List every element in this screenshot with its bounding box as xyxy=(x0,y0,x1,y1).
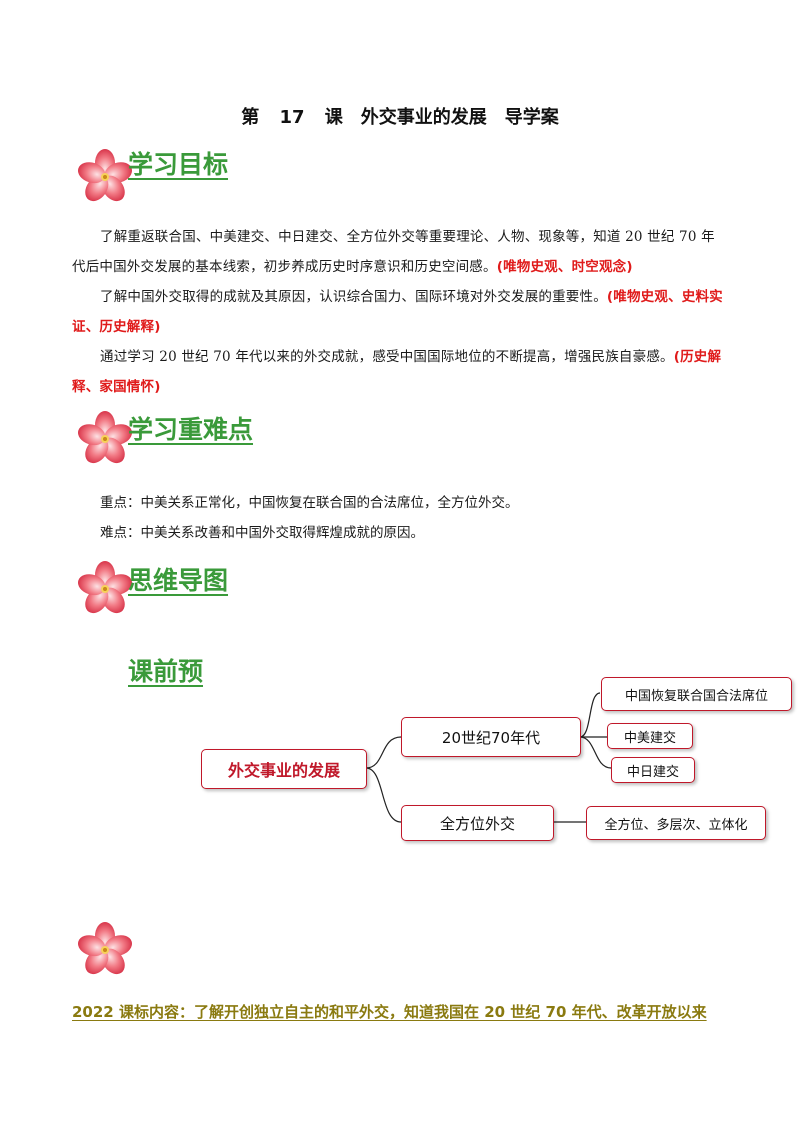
page-title: 第 17 课 外交事业的发展 导学案 xyxy=(241,107,559,128)
goal-tag: (历史解释、家国情怀) xyxy=(72,349,722,395)
mind-map-leaf: 中美建交 xyxy=(607,723,693,749)
goal-paragraph: 了解重返联合国、中美建交、中日建交、全方位外交等重要理论、人物、现象等，知道 2… xyxy=(72,222,728,282)
mind-map-root: 外交事业的发展 xyxy=(201,749,367,789)
preview-label: 课前预 xyxy=(128,657,204,686)
cherry-blossom-icon xyxy=(76,922,134,979)
curriculum-standard-text: 2022 课标内容：了解开创独立自主的和平外交，知道我国在 20 世纪 70 年… xyxy=(72,1003,707,1021)
goal-text: 了解重返联合国、中美建交、中日建交、全方位外交等重要理论、人物、现象等，知道 2… xyxy=(72,229,715,275)
goal-tag: (唯物史观、史料实证、历史解释) xyxy=(72,289,723,335)
mind-map-leaf: 中国恢复联合国合法席位 xyxy=(601,677,792,711)
section-heading-mindmap: 思维导图 xyxy=(128,566,229,595)
goal-text: 了解中国外交取得的成就及其原因，认识综合国力、国际环境对外交发展的重要性。 xyxy=(100,289,607,305)
key-point-focus: 重点：中美关系正常化，中国恢复在联合国的合法席位，全方位外交。 xyxy=(100,495,519,511)
section-heading-keypoints: 学习重难点 xyxy=(128,415,254,444)
goal-text: 通过学习 20 世纪 70 年代以来的外交成就，感受中国国际地位的不断提高，增强… xyxy=(100,349,674,365)
goal-paragraph: 通过学习 20 世纪 70 年代以来的外交成就，感受中国国际地位的不断提高，增强… xyxy=(72,342,728,402)
goal-tag: (唯物史观、时空观念) xyxy=(496,259,633,275)
section-heading-goals: 学习目标 xyxy=(128,150,229,179)
mind-map-branch-1970s: 20世纪70年代 xyxy=(401,717,581,757)
mind-map-branch-omnidirectional: 全方位外交 xyxy=(401,805,554,841)
mind-map-leaf: 中日建交 xyxy=(611,757,695,783)
mind-map-leaf: 全方位、多层次、立体化 xyxy=(586,806,766,840)
goal-paragraph: 了解中国外交取得的成就及其原因，认识综合国力、国际环境对外交发展的重要性。(唯物… xyxy=(72,282,728,342)
key-point-difficulty: 难点：中美关系改善和中国外交取得辉煌成就的原因。 xyxy=(100,525,424,541)
